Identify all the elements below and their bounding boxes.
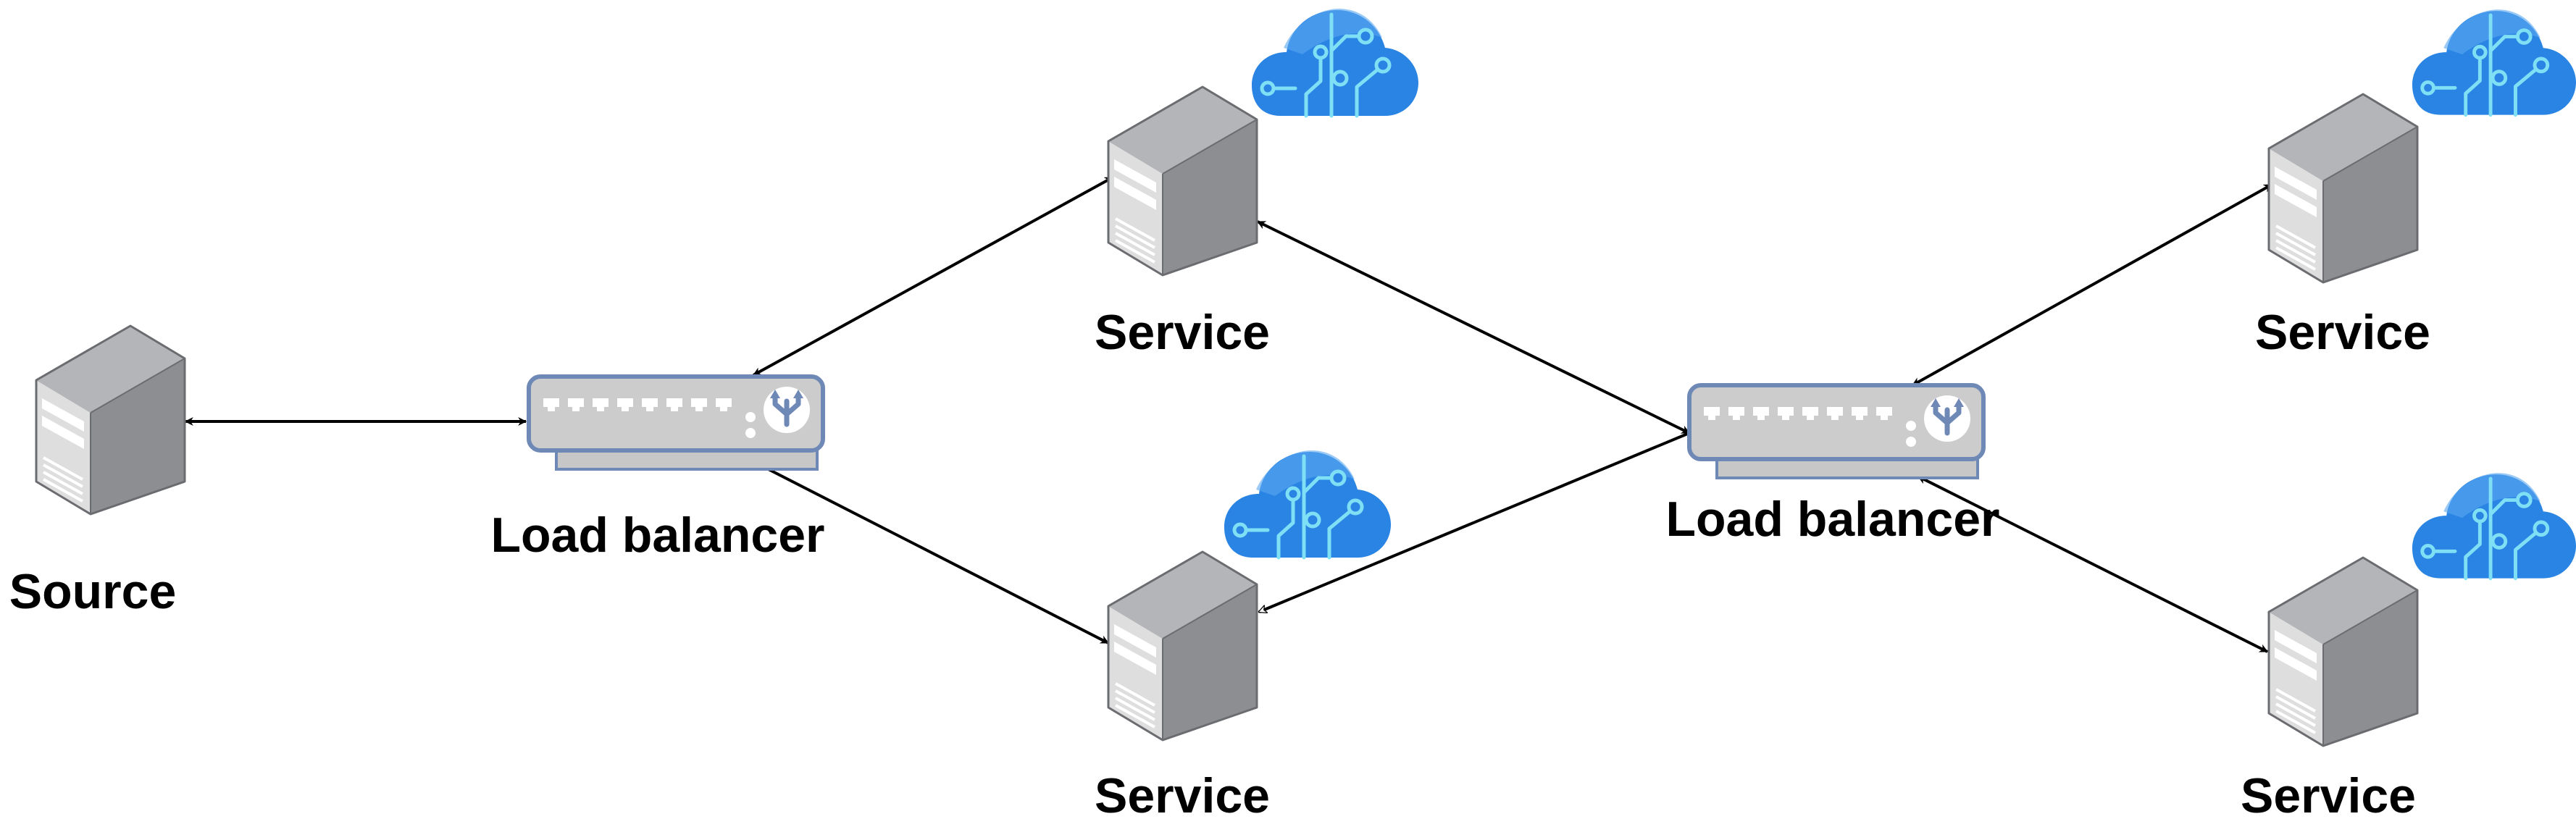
edge-lb1-service-top-mid [752, 176, 1114, 377]
service-bottom-mid-server-icon [1107, 550, 1258, 742]
service-bottom-mid-label: Service [1095, 768, 1270, 823]
service-bottom-right-label: Service [2241, 768, 2416, 823]
service-bottom-right-server-icon [2267, 556, 2419, 747]
load-balancer-1-label: Load balancer [490, 508, 824, 563]
edge-lb2-service-top-right [1911, 183, 2273, 387]
edges-group [184, 176, 2273, 653]
service-bottom-mid-ai-cloud-icon [1224, 450, 1391, 558]
service-bottom-right-ai-cloud-icon [2412, 473, 2576, 578]
edge-service-top-mid-lb2 [1256, 220, 1691, 434]
load-balancer-1-icon [529, 377, 823, 469]
service-top-mid-ai-cloud-icon [1252, 9, 1418, 116]
service-bottom-right-node: Service [2241, 473, 2576, 823]
source-server-icon [35, 324, 186, 516]
service-top-right-ai-cloud-icon [2412, 9, 2576, 114]
load-balancer-2-icon [1689, 385, 1983, 478]
load-balancer-2-label: Load balancer [1665, 492, 1999, 547]
edge-lb2-service-bottom-mid [1259, 432, 1690, 612]
source-label: Source [9, 564, 177, 619]
edge-lb1-service-bottom-mid [756, 462, 1110, 644]
load-balancer-1-node: Load balancer [490, 377, 824, 563]
service-top-mid-node: Service [1095, 9, 1418, 360]
service-bottom-mid-node: Service [1095, 450, 1391, 823]
service-top-mid-label: Service [1095, 305, 1270, 360]
service-top-right-server-icon [2267, 93, 2419, 284]
service-top-right-label: Service [2255, 305, 2430, 360]
load-balancer-2-node: Load balancer [1665, 385, 2000, 547]
service-top-mid-server-icon [1107, 85, 1258, 277]
source-node: Source [9, 324, 186, 619]
edge-lb2-service-bottom-right [1917, 475, 2269, 653]
service-top-right-node: Service [2255, 9, 2576, 360]
